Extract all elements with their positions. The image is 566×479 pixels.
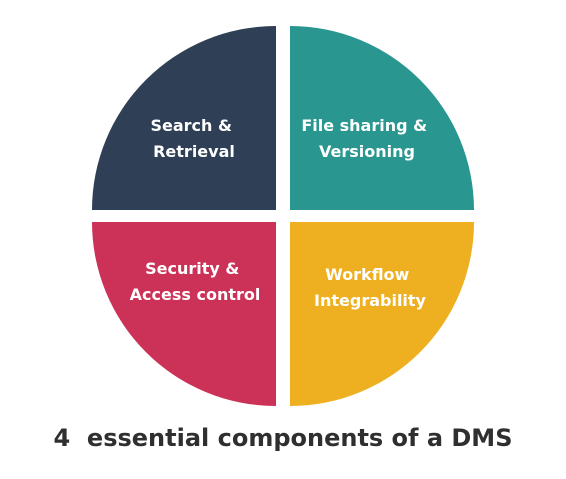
quadrant-label-security-access-control: Security & Access control bbox=[130, 259, 261, 304]
quadrant-security-access-control bbox=[92, 222, 276, 406]
quadrant-search-retrieval bbox=[92, 26, 276, 210]
quadrant-label-search-retrieval: Search & Retrieval bbox=[150, 116, 237, 161]
quadrant-workflow-integrability bbox=[290, 222, 474, 406]
quadrant-label-file-sharing-versioning: File sharing & Versioning bbox=[301, 116, 432, 161]
diagram-title: 4 essential components of a DMS bbox=[53, 424, 513, 452]
quadrant-label-workflow-integrability: Workflow Integrability bbox=[314, 265, 427, 310]
quadrant-file-sharing-versioning bbox=[290, 26, 474, 210]
